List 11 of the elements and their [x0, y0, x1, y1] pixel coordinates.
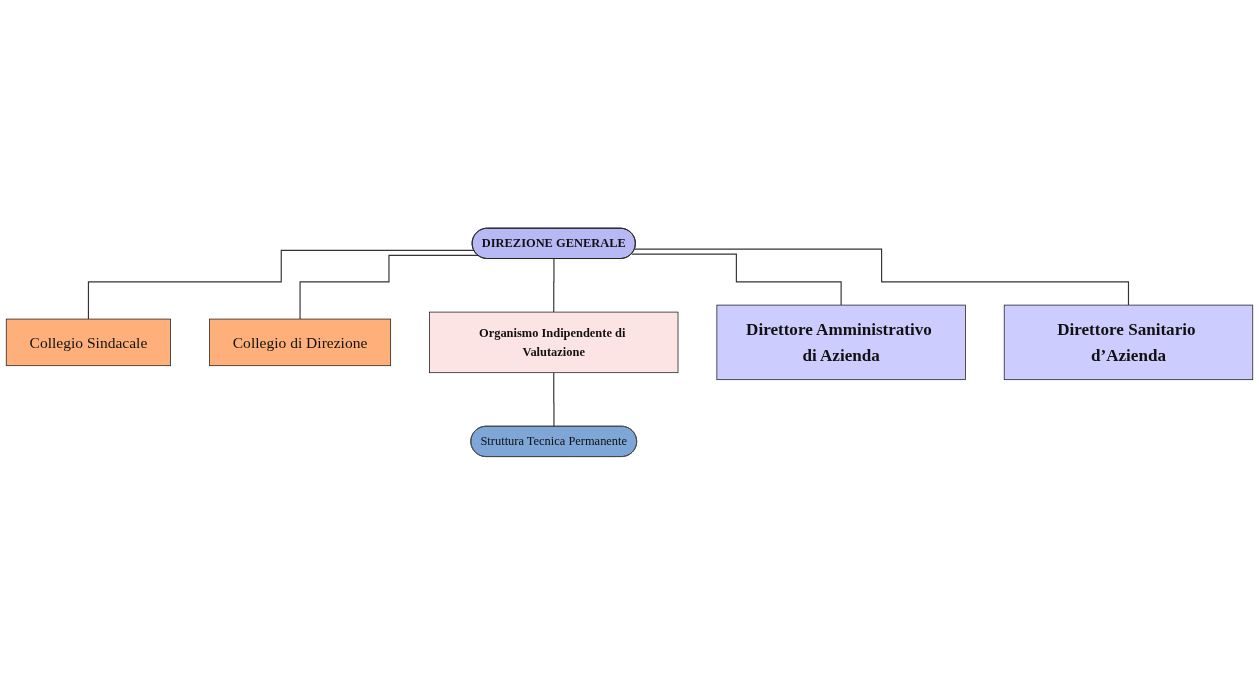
- connector: [631, 253, 842, 306]
- node-box: Collegio Sindacale: [5, 318, 171, 366]
- node-box: Collegio di Direzione: [209, 318, 392, 366]
- node-box: Direttore Sanitario d’Azienda: [1003, 304, 1254, 380]
- connector: [553, 371, 555, 427]
- connector: [553, 257, 555, 313]
- connector: [299, 254, 479, 320]
- node-box: Direttore Amministrativo di Azienda: [716, 304, 966, 380]
- connector: [634, 248, 1130, 306]
- node-box: Organismo Indipendente di Valutazione: [429, 311, 679, 373]
- connector: [87, 249, 475, 320]
